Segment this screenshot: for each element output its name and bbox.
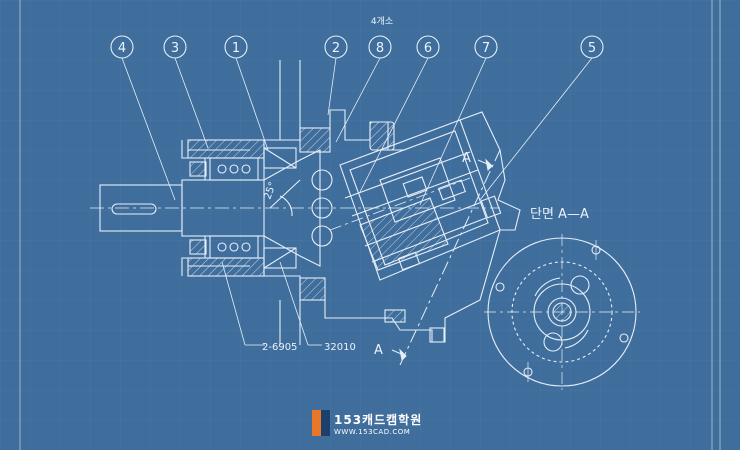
section-marker-top: A [462,151,471,166]
balloon-3 [163,35,187,59]
section-view [484,234,640,390]
section-title: 단면 A—A [530,207,589,222]
logo-mark [312,410,330,436]
logo-url: WWW.153CAD.COM [334,427,411,436]
balloon-2 [324,35,348,59]
bearings [189,147,297,269]
logo-text: 153캐드캠학원 WWW.153CAD.COM [334,411,422,436]
balloon-1 [224,35,248,59]
callout-bearing: 2-6905 [262,342,297,353]
balloon-label: 1 [232,41,240,56]
callout-bearing2: 32010 [324,342,356,353]
watermark-logo: 153캐드캠학원 WWW.153CAD.COM [312,410,422,436]
balloon-6 [416,35,440,59]
balloon-8 [368,35,392,59]
balloon-label: 6 [424,41,432,56]
balloon-7 [474,35,498,59]
logo-mark-navy [321,410,330,436]
balloon-label: 4 [118,41,126,56]
balloon-4 [110,35,134,59]
logo-name: 153캐드캠학원 [334,412,423,427]
balloon-label: 8 [376,41,384,56]
section-line [391,149,501,366]
balloon-5 [580,35,604,59]
logo-mark-orange [312,410,321,436]
balloon-label: 7 [482,41,490,56]
section-marker-bottom: A [374,343,383,358]
balloons [110,35,604,59]
rear-cover [345,111,521,343]
drive-flange [263,149,333,267]
balloon-label: 2 [332,41,340,56]
balloon-label: 5 [588,41,596,56]
balloon-label: 3 [171,41,179,56]
pump-assembly [90,60,521,345]
leader-lines [121,57,593,346]
top-note: 4개소 [371,16,393,27]
mount-plate [279,60,301,345]
balloon-labels: 4 3 1 2 8 6 7 5 [118,41,596,56]
